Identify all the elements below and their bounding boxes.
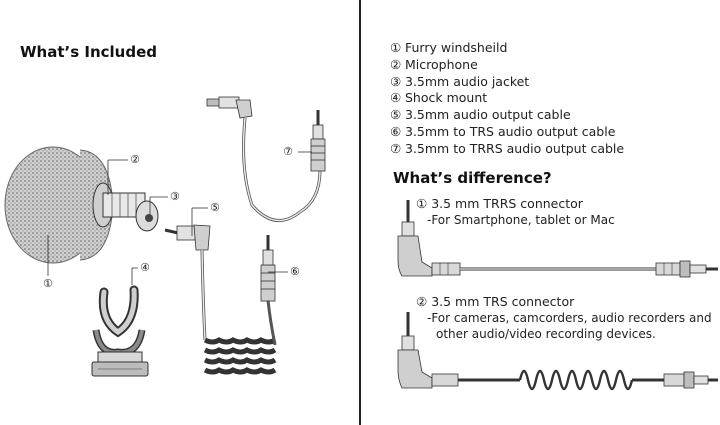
whats-difference-heading: What’s difference? (393, 169, 552, 187)
trrs-cable-icon (206, 96, 326, 222)
callout-1: ① (43, 277, 53, 290)
callout-7: ⑦ (283, 145, 293, 158)
callout-3: ③ (170, 190, 180, 203)
callout-6: ⑥ (290, 265, 300, 278)
whats-included-heading: What’s Included (20, 43, 157, 61)
connector-trs-desc-2: other audio/video recording devices. (436, 327, 656, 341)
connector-trs-text: ② 3.5 mm TRS connector -For cameras, cam… (416, 294, 712, 342)
connector-trs-title: ② 3.5 mm TRS connector (416, 294, 575, 309)
included-items-illustration (4, 96, 326, 377)
callout-leaders (47, 151, 312, 285)
trs-coiled-cable-icon (164, 224, 277, 375)
connector-trrs-text: ① 3.5 mm TRRS connector -For Smartphone,… (416, 196, 615, 228)
callout-2: ② (130, 153, 140, 166)
connector-trrs-desc: -For Smartphone, tablet or Mac (427, 213, 615, 227)
callout-5: ⑤ (210, 201, 220, 214)
callout-4: ④ (140, 261, 150, 274)
center-divider (359, 0, 361, 425)
shock-mount-icon (91, 285, 149, 377)
connector-trrs-title: ① 3.5 mm TRRS connector (416, 196, 583, 211)
connector-trs-desc-1: -For cameras, camcorders, audio recorder… (427, 311, 712, 325)
microphone-icon (92, 182, 159, 232)
